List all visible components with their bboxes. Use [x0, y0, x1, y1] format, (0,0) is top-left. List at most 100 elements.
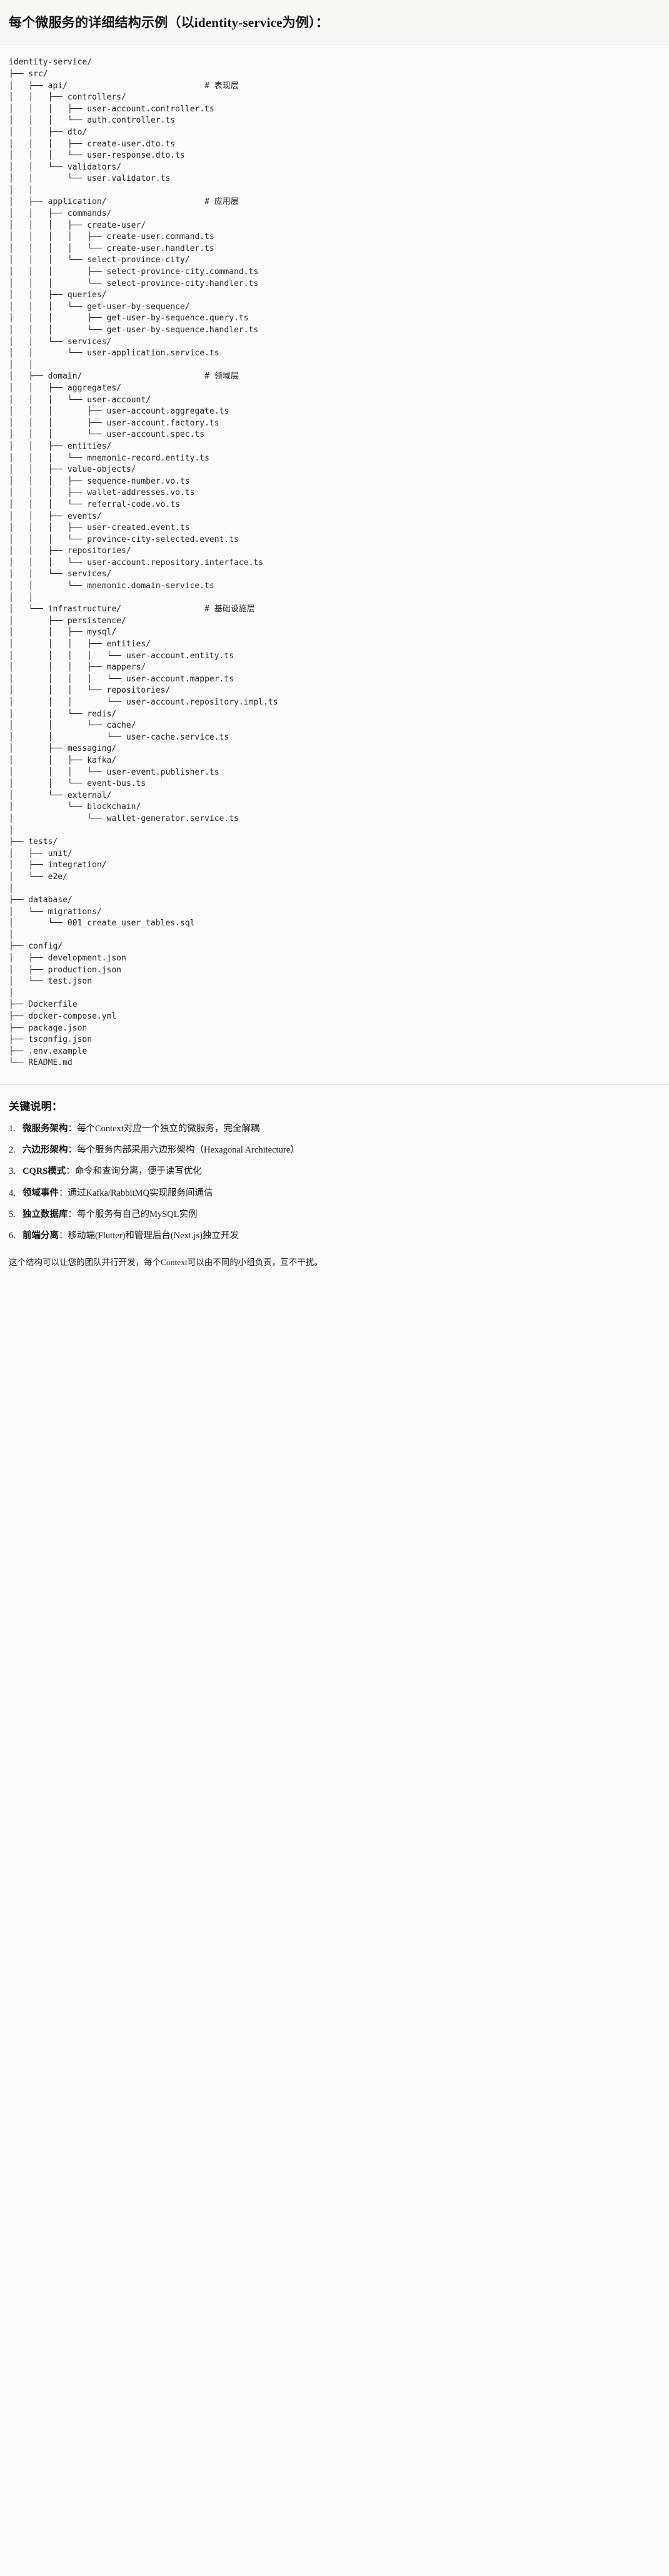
tree-line: │ ├── production.json	[9, 965, 122, 975]
tree-line: │ │ ├── entities/	[9, 441, 112, 451]
tree-line: │ │ │ ├── select-province-city.command.t…	[9, 267, 259, 277]
key-note-item: CQRS模式：命令和查询分离，便于读写优化	[9, 1164, 660, 1179]
tree-line: │ │ │ ├── create-user/	[9, 220, 146, 230]
tree-line: │ │ ├── queries/	[9, 290, 107, 300]
tree-line: │ │ │ └── user-account/	[9, 395, 151, 405]
tree-line: │ │ └── event-bus.ts	[9, 779, 146, 789]
tree-line: │ │ └── validators/	[9, 162, 122, 172]
key-note-description: 命令和查询分离，便于读写优化	[74, 1166, 202, 1177]
tree-line: │ │ └── mnemonic.domain-service.ts	[9, 581, 214, 591]
tree-line: │ │ ├── mysql/	[9, 628, 117, 638]
tree-line: │ ├── domain/ # 领域层	[9, 372, 239, 382]
key-note-term: 微服务架构	[23, 1124, 68, 1134]
tree-line-comment: # 基础设施层	[204, 604, 255, 614]
tree-line: │ │ │ ├── user-created.event.ts	[9, 523, 190, 533]
tree-line: │ └── blockchain/	[9, 802, 141, 812]
tree-line: │ │ ├── repositories/	[9, 546, 131, 556]
tree-line: │ ├── application/ # 应用层	[9, 197, 239, 207]
tree-line: │ │ │ ├── entities/	[9, 639, 151, 649]
tree-line: └── README.md	[9, 1058, 73, 1068]
tree-line: │ │ │ ├── create-user.dto.ts	[9, 139, 176, 149]
tree-line: ├── config/	[9, 942, 63, 952]
tree-line: │ │ │ └── select-province-city.handler.t…	[9, 278, 259, 288]
tree-line: │	[9, 930, 14, 940]
key-note-separator: ：	[68, 1209, 78, 1219]
tree-line: │ │ │ ├── user-account.controller.ts	[9, 104, 214, 114]
tree-line-comment: # 领域层	[204, 372, 239, 382]
tree-line: │ │ ├── controllers/	[9, 93, 126, 103]
tree-line: │ └── 001_create_user_tables.sql	[9, 919, 195, 929]
key-note-item: 领域事件：通过Kafka/RabbitMQ实现服务间通信	[9, 1186, 660, 1201]
key-note-term: 领域事件	[23, 1188, 59, 1198]
tree-line: │ │ ├── value-objects/	[9, 465, 136, 475]
tree-line: │ │ └── user-cache.service.ts	[9, 732, 229, 742]
key-note-description: 通过Kafka/RabbitMQ实现服务间通信	[68, 1188, 213, 1198]
tree-line: │ │ │ ├── get-user-by-sequence.query.ts	[9, 313, 249, 323]
page-title: 每个微服务的详细结构示例（以identity-service为例）：	[9, 15, 329, 30]
tree-line: │ └── external/	[9, 790, 112, 800]
tree-line: ├── Dockerfile	[9, 1000, 78, 1010]
tree-line: ├── src/	[9, 69, 48, 79]
tree-line: │ ├── messaging/	[9, 744, 117, 754]
directory-tree: identity-service/ ├── src/ │ ├── api/ # …	[9, 57, 660, 1069]
key-note-item: 前端分离：移动端(Flutter)和管理后台(Next.js)独立开发	[9, 1229, 660, 1243]
tree-line: │ │ └── user-application.service.ts	[9, 349, 219, 359]
key-note-separator: ：	[68, 1145, 78, 1156]
tree-line: │ │ │ │ └── create-user.handler.ts	[9, 243, 214, 253]
tree-line: │ │ └── cache/	[9, 721, 136, 731]
tree-line: │ │ └── services/	[9, 337, 112, 347]
tree-line: ├── .env.example	[9, 1046, 88, 1056]
key-note-separator: ：	[66, 1166, 75, 1177]
tree-line: │ │ │ │ └── user-account.entity.ts	[9, 651, 234, 661]
key-notes-list: 微服务架构：每个Context对应一个独立的微服务，完全解耦六边形架构：每个服务…	[9, 1122, 660, 1243]
tree-line: │	[9, 883, 14, 893]
page-root: 每个微服务的详细结构示例（以identity-service为例）： ident…	[0, 0, 669, 1280]
tree-line-comment: # 表现层	[204, 81, 239, 91]
tree-line: │ └── infrastructure/ # 基础设施层	[9, 604, 255, 614]
tree-line: │ │ │ ├── wallet-addresses.vo.ts	[9, 488, 195, 498]
key-note-term: 前端分离	[23, 1230, 59, 1241]
tree-line: │ │ └── user.validator.ts	[9, 174, 171, 184]
closing-paragraph: 这个结构可以让您的团队并行开发，每个Context可以由不同的小组负责，互不干扰…	[9, 1258, 323, 1268]
tree-line: │ │ │ └── user-account.spec.ts	[9, 430, 205, 440]
tree-line: │ └── migrations/	[9, 907, 102, 917]
tree-line: │ ├── development.json	[9, 954, 126, 964]
tree-line: │ │ │ └── get-user-by-sequence.handler.t…	[9, 325, 259, 335]
tree-line: │ │ │ └── get-user-by-sequence/	[9, 302, 190, 312]
tree-line: │ │ │ ├── user-account.factory.ts	[9, 418, 219, 428]
tree-line: ├── package.json	[9, 1023, 88, 1033]
tree-line: │ │ │ └── referral-code.vo.ts	[9, 499, 180, 509]
tree-line: │ │ │ └── auth.controller.ts	[9, 116, 176, 126]
tree-line: ├── database/	[9, 895, 73, 905]
tree-line: │ ├── unit/	[9, 848, 73, 858]
tree-line: │ │ │ └── repositories/	[9, 686, 171, 696]
tree-line: │ │	[9, 593, 34, 603]
tree-line: │ └── wallet-generator.service.ts	[9, 813, 239, 823]
key-note-term: 独立数据库	[23, 1209, 68, 1219]
key-note-item: 独立数据库：每个服务有自己的MySQL实例	[9, 1208, 660, 1222]
tree-line: │ │ │ └── mnemonic-record.entity.ts	[9, 453, 209, 463]
tree-line: │ │ │ ├── mappers/	[9, 663, 146, 673]
key-note-term: 六边形架构	[23, 1145, 68, 1156]
tree-line: │	[9, 825, 14, 835]
tree-line: │ │ │ │ └── user-account.mapper.ts	[9, 674, 234, 684]
tree-line: identity-service/	[9, 58, 93, 68]
tree-line: │ │ │ └── province-city-selected.event.t…	[9, 534, 239, 544]
tree-line-comment: # 应用层	[204, 197, 239, 207]
key-note-separator: ：	[68, 1124, 78, 1134]
tree-line: ├── docker-compose.yml	[9, 1012, 117, 1022]
tree-line: │ │ │ └── user-account.repository.impl.t…	[9, 698, 278, 707]
tree-line: │	[9, 988, 14, 998]
tree-line: │ │ │ └── select-province-city/	[9, 255, 190, 265]
tree-line: │ ├── integration/	[9, 860, 107, 870]
tree-line: │ ├── persistence/	[9, 616, 126, 626]
tree-line: │ │ │ └── user-account.repository.interf…	[9, 557, 263, 568]
key-note-description: 每个服务内部采用六边形架构（Hexagonal Architecture）	[77, 1145, 299, 1156]
key-note-description: 每个Context对应一个独立的微服务，完全解耦	[77, 1124, 260, 1134]
key-notes-heading: 关键说明：	[9, 1101, 63, 1112]
tree-line: │ │ ├── dto/	[9, 127, 88, 137]
key-note-item: 六边形架构：每个服务内部采用六边形架构（Hexagonal Architectu…	[9, 1143, 660, 1158]
tree-line: │ │ │ ├── sequence-number.vo.ts	[9, 476, 190, 486]
tree-line: │ └── e2e/	[9, 872, 68, 882]
tree-line: │ │ ├── kafka/	[9, 755, 117, 765]
